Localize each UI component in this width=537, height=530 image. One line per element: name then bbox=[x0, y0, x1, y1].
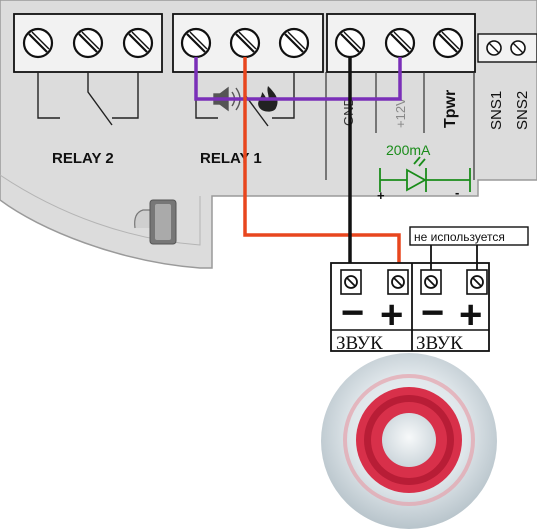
siren-right-caption: ЗВУК bbox=[416, 333, 463, 354]
not-used-callout: не используется bbox=[409, 226, 529, 270]
relay1-label: RELAY 1 bbox=[200, 150, 262, 167]
fire-icon bbox=[258, 86, 278, 112]
siren-device bbox=[321, 353, 497, 529]
led-minus-label: - bbox=[455, 185, 459, 200]
siren-left-plus: + bbox=[380, 293, 403, 337]
purple-jumper-wire bbox=[194, 57, 402, 101]
led-symbol bbox=[379, 156, 471, 192]
relay2-terminal-block bbox=[13, 13, 163, 73]
relay1-terminal-block bbox=[172, 13, 324, 73]
red-wire bbox=[243, 57, 401, 269]
not-used-label: не используется bbox=[414, 230, 505, 244]
plus12v-label: +12V bbox=[393, 97, 408, 128]
siren-left-minus: − bbox=[341, 291, 364, 335]
relay2-label: RELAY 2 bbox=[52, 150, 114, 167]
siren-terminal-block bbox=[330, 262, 490, 352]
sns2-label: SNS2 bbox=[514, 91, 531, 130]
siren-left-caption: ЗВУК bbox=[336, 333, 383, 354]
terminal-separators bbox=[325, 72, 475, 180]
led-plus-label: + bbox=[377, 188, 385, 203]
led-current-label: 200mA bbox=[386, 142, 431, 158]
mounting-clip bbox=[134, 199, 177, 245]
siren-right-plus: + bbox=[459, 293, 482, 337]
relay2-contact-symbol bbox=[37, 72, 139, 126]
tpwr-label: Tpwr bbox=[442, 90, 459, 128]
siren-right-minus: − bbox=[421, 291, 444, 335]
sns1-label: SNS1 bbox=[488, 91, 505, 130]
sensor-terminal-block bbox=[477, 33, 537, 63]
